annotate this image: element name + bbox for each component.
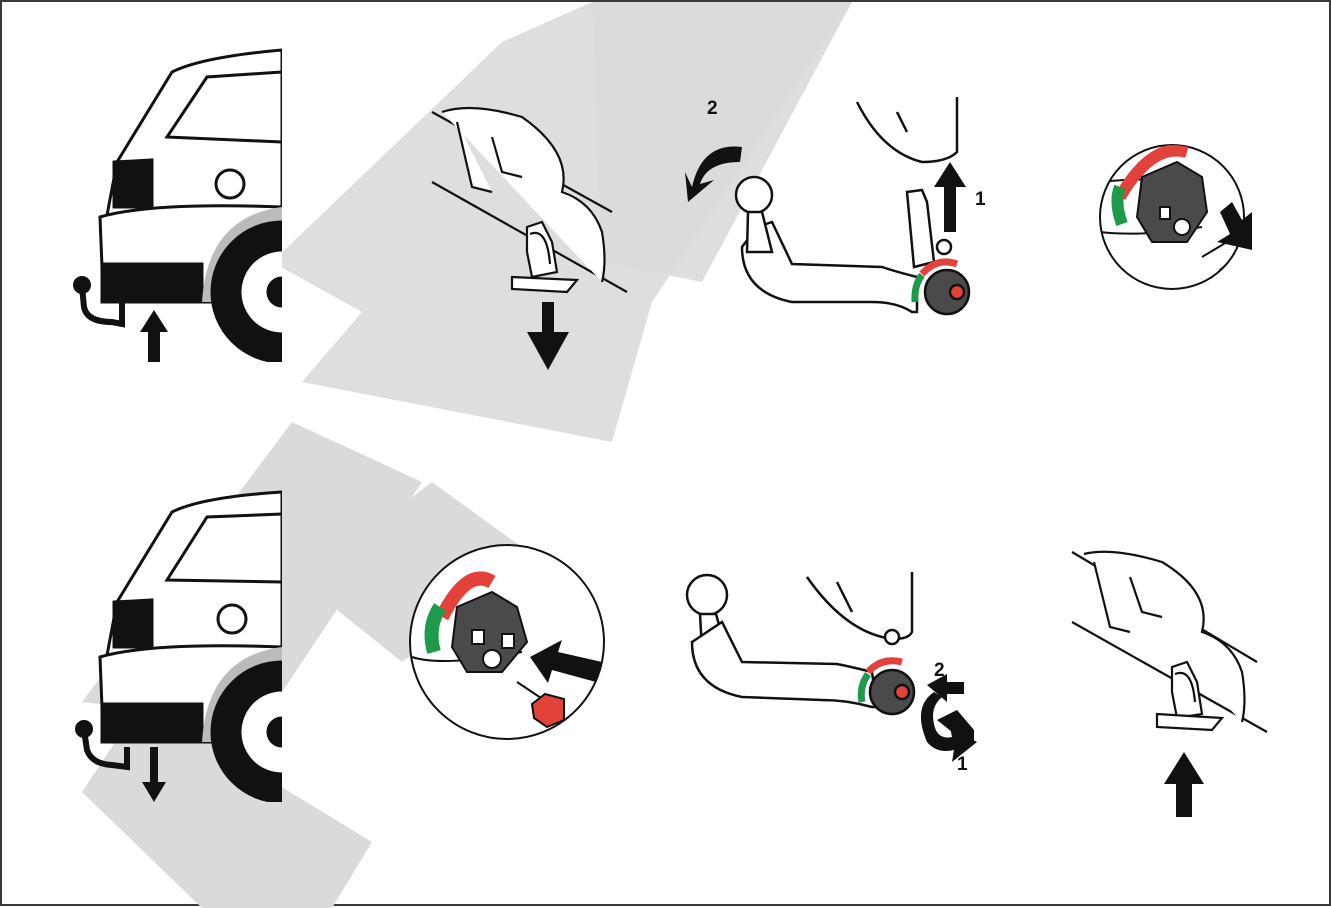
panel-cap-insert-detail (410, 545, 604, 739)
step-label-2: 2 (707, 98, 718, 119)
step-label-1: 1 (975, 189, 986, 210)
panel-socket-cover-install (1072, 552, 1267, 732)
panel-car-rear-insert (100, 50, 352, 362)
arrow-up-icon (1164, 752, 1204, 817)
step-label-2: 2 (934, 660, 945, 681)
step-label-1: 1 (957, 754, 968, 775)
arrow-up-icon (140, 310, 168, 362)
panel-knob-lock (687, 572, 914, 714)
arrow-up-icon (934, 162, 966, 232)
